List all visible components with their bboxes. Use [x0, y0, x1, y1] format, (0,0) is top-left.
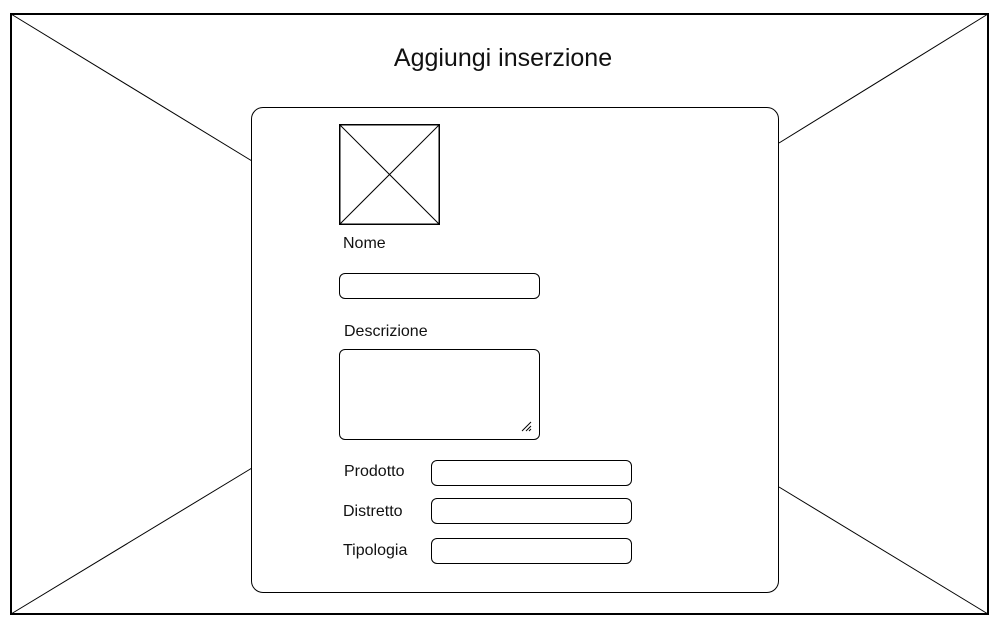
page-title: Aggiungi inserzione	[393, 44, 613, 72]
distretto-label: Distretto	[343, 503, 403, 520]
image-placeholder-icon[interactable]	[339, 124, 440, 225]
prodotto-label: Prodotto	[344, 463, 405, 480]
tipologia-label: Tipologia	[343, 542, 408, 559]
prodotto-input[interactable]	[431, 460, 632, 486]
nome-label: Nome	[343, 235, 386, 252]
descrizione-textarea[interactable]	[339, 349, 540, 440]
tipologia-input[interactable]	[431, 538, 632, 564]
distretto-input[interactable]	[431, 498, 632, 524]
nome-input[interactable]	[339, 273, 540, 299]
descrizione-label: Descrizione	[344, 323, 428, 340]
resize-grip-icon[interactable]	[520, 420, 533, 433]
